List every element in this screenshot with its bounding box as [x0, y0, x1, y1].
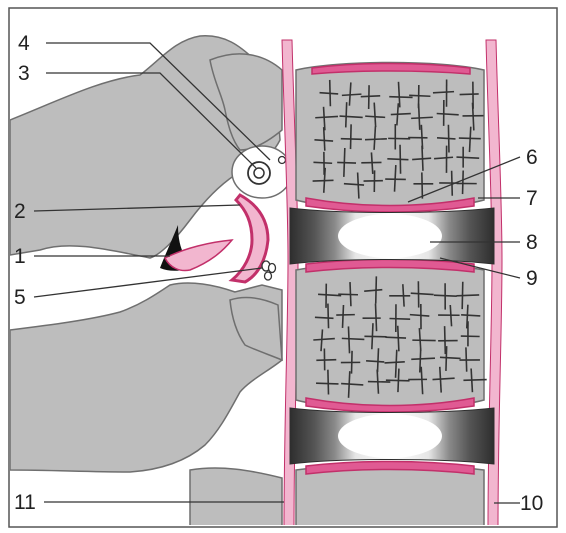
- trabecula-v: [324, 127, 325, 151]
- trabecula-h: [316, 383, 338, 384]
- trabecula-h: [387, 159, 408, 160]
- spinal-nerve-inner: [254, 168, 264, 178]
- nucleus-pulposus-upper: [338, 214, 442, 258]
- trabecula-v: [375, 304, 376, 332]
- trabecula-h: [463, 380, 486, 381]
- bottom-vertebral-body: [296, 466, 484, 531]
- foramen-vessel: [279, 157, 286, 164]
- trabecula-v: [378, 348, 379, 372]
- trabecula-h: [461, 315, 480, 316]
- trabecula-v: [400, 145, 401, 174]
- trabecula-v: [328, 370, 329, 395]
- trabecula-h: [456, 157, 479, 158]
- trabecula-h: [389, 97, 412, 98]
- small-vessel-c: [265, 272, 272, 280]
- label-8: 8: [526, 231, 538, 254]
- trabecula-h: [385, 337, 406, 338]
- trabecula-v: [462, 282, 463, 309]
- label-6: 6: [526, 146, 538, 169]
- label-4: 4: [18, 32, 30, 55]
- trabecula-v: [466, 347, 467, 371]
- small-vessel-b: [269, 264, 276, 273]
- trabecula-v: [446, 346, 447, 371]
- trabecula-v: [346, 102, 347, 127]
- trabecula-v: [448, 125, 449, 153]
- trabecula-v: [328, 304, 329, 329]
- label-1: 1: [14, 245, 26, 268]
- trabecula-h: [365, 139, 387, 140]
- trabecula-h: [437, 138, 455, 139]
- trabecula-h: [390, 319, 411, 320]
- trabecula-h: [411, 358, 435, 359]
- trabecula-h: [313, 180, 334, 181]
- trabecula-h: [342, 338, 365, 339]
- trabecula-h: [316, 360, 336, 361]
- trabecula-v: [376, 276, 377, 303]
- lower-vertebral-body: [296, 264, 484, 409]
- trabecula-v: [398, 369, 399, 393]
- trabecula-v: [343, 305, 344, 328]
- trabecula-v: [352, 351, 353, 374]
- trabecula-v: [452, 171, 453, 196]
- trabecula-h: [315, 317, 334, 318]
- trabecula-v: [344, 148, 345, 177]
- label-3: 3: [18, 62, 30, 85]
- trabecula-h: [409, 95, 430, 96]
- trabecula-v: [372, 323, 373, 349]
- nucleus-pulposus-lower: [338, 414, 442, 458]
- label-11: 11: [14, 491, 36, 514]
- trabecula-v: [422, 172, 423, 198]
- label-2: 2: [14, 200, 26, 223]
- trabecula-v: [463, 171, 464, 195]
- label-7: 7: [526, 187, 538, 210]
- trabecula-h: [337, 162, 356, 163]
- trabecula-h: [391, 114, 411, 115]
- trabecula-h: [313, 162, 332, 163]
- trabecula-h: [361, 96, 380, 97]
- trabecula-v: [348, 326, 349, 353]
- trabecula-v: [445, 326, 446, 354]
- trabecula-h: [411, 117, 433, 118]
- label-9: 9: [526, 267, 538, 290]
- trabecula-v: [422, 146, 423, 171]
- label-5: 5: [14, 286, 26, 309]
- trabecula-h: [368, 382, 390, 383]
- trabecula-v: [351, 124, 352, 149]
- trabecula-v: [350, 282, 351, 306]
- trabecula-h: [460, 94, 479, 95]
- trabecula-h: [456, 295, 479, 296]
- bottom-arch: [190, 468, 282, 530]
- label-10: 10: [520, 492, 543, 515]
- trabecula-v: [330, 80, 331, 106]
- trabecula-h: [338, 294, 358, 295]
